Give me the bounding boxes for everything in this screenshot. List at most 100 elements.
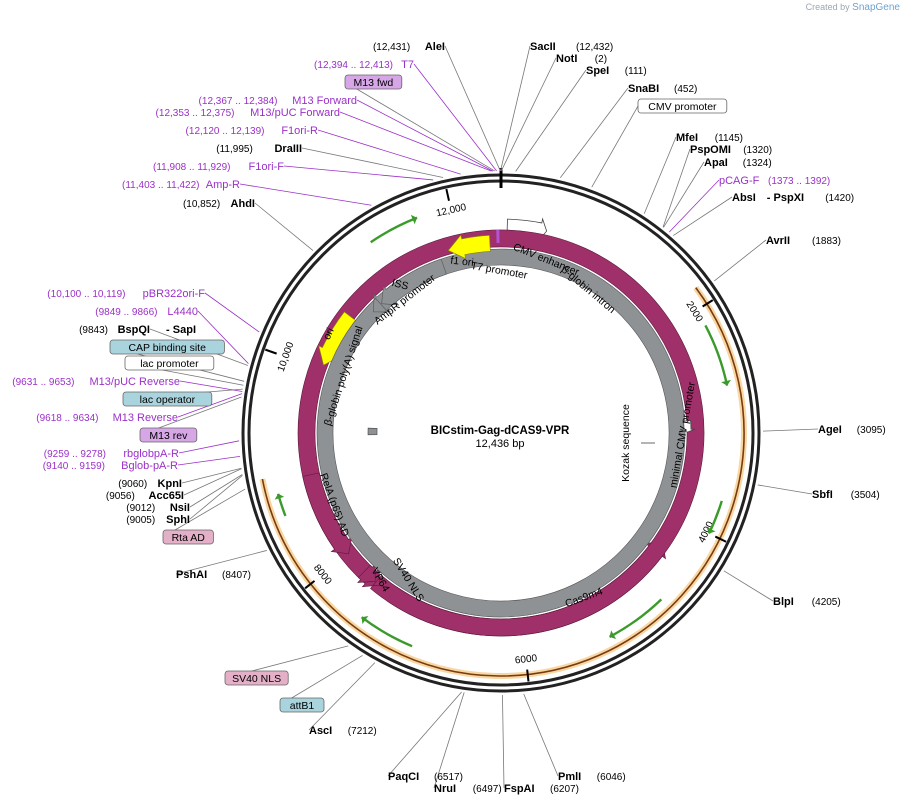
lac-promoter-label: lac promoter — [140, 358, 199, 370]
pshai-position: (8407) — [222, 570, 251, 581]
sbfi-position: (3504) — [851, 490, 880, 501]
sphi-leader — [189, 475, 243, 520]
avrii-position: (1883) — [812, 236, 841, 247]
plasmid-length: 12,436 bp — [476, 438, 525, 450]
draiii-leader — [301, 147, 444, 178]
sbfi-leader — [757, 484, 813, 495]
l4440-position: (9849 .. 9866) — [95, 307, 157, 318]
direction-arrowhead — [721, 379, 731, 386]
f1ori-f-position: (11,908 .. 11,929) — [153, 162, 230, 173]
spei-leader — [515, 69, 587, 172]
amp-r-leader — [239, 183, 372, 206]
m13-rev-box — [139, 427, 198, 443]
sacii-leader — [500, 45, 531, 172]
mfei-name: MfeI — [676, 132, 698, 144]
direction-arrow — [370, 216, 418, 244]
blpi-name: BlpI — [773, 596, 794, 608]
attb1-leader — [279, 655, 363, 706]
pbr322ori-f-position: (10,100 .. 10,119) — [47, 289, 125, 300]
absi-name2: - PspXI — [767, 192, 804, 204]
m13-puc-reverse-primer: (9631 .. 9653) M13/pUC Reverse — [12, 376, 180, 388]
rbglobpa-r-leader — [178, 440, 240, 454]
sacii-position: (12,432) — [576, 42, 613, 53]
acc65i-position: (9056) — [106, 491, 135, 502]
t7-promoter-feature — [496, 230, 500, 244]
ori-label: ori — [321, 326, 337, 342]
t7-name: T7 — [401, 59, 414, 71]
paqci-leader — [387, 691, 462, 777]
agei-position: (3095) — [857, 425, 886, 436]
cmv-promoter-leader — [591, 105, 639, 188]
l4440-leader — [197, 310, 249, 364]
blpi-position: (4205) — [812, 597, 841, 608]
noti-name: NotI — [556, 53, 577, 65]
pshai-name: PshAI — [176, 569, 207, 581]
sv40-nls-label: SV40 NLS — [232, 673, 281, 685]
pbr322ori-f-name: pBR322ori-F — [143, 288, 206, 300]
ahdi-leader — [254, 202, 314, 251]
bglob-pa-r-leader — [177, 456, 241, 466]
apai-site: ApaI(1324) — [704, 157, 772, 169]
nrui-name: NruI — [434, 783, 456, 795]
f1ori-f-primer: (11,908 .. 11,929)F1ori-F — [153, 161, 284, 173]
snapgene-logo: SnapGene — [852, 2, 900, 13]
lac-operator-label: lac operator — [140, 394, 196, 406]
sbfi-name: SbfI — [812, 489, 833, 501]
pcag-f-position: (1373 .. 1392) — [768, 176, 830, 187]
fspai-position: (6207) — [550, 784, 579, 795]
sacii-name: SacII — [530, 41, 556, 53]
nrui-leader — [433, 692, 465, 789]
rta-ad-label: Rta AD — [172, 532, 206, 544]
ampr-feature — [381, 258, 447, 306]
pbr322ori-f-leader — [204, 292, 260, 333]
bspqi-name: BspQI — [118, 324, 150, 336]
snabi-site: SnaBI(452) — [628, 83, 697, 95]
noti-site: NotI(2) — [556, 53, 607, 65]
m13-puc-reverse-name: M13/pUC Reverse — [90, 376, 180, 388]
pshai-site: PshAI (8407) — [176, 569, 251, 581]
rta-ad-leader — [162, 488, 246, 538]
avrii-name: AvrII — [766, 235, 790, 247]
spei-position: (111) — [625, 66, 647, 77]
sbfi-site: SbfI (3504) — [812, 489, 880, 501]
plasmid-name: BICstim-Gag-dCAS9-VPR — [431, 425, 570, 437]
rbglobpa-r-name: rbglobpA-R — [123, 448, 179, 460]
cmv-promoter-label: CMV promoter — [648, 101, 717, 113]
bglob-pa-r-position: (9140 .. 9159) — [43, 461, 105, 472]
apai-name: ApaI — [704, 157, 728, 169]
pspomi-site: PspOMI(1320) — [690, 144, 772, 156]
pspomi-position: (1320) — [743, 145, 772, 156]
m13-puc-reverse-position: (9631 .. 9653) — [12, 377, 74, 388]
pmli-name: PmlI — [558, 771, 581, 783]
amp-r-primer: (11,403 .. 11,422)Amp-R — [122, 179, 240, 191]
tick-label: 2000 — [683, 300, 704, 325]
sacii-site: SacII (12,432) — [530, 41, 613, 53]
acc65i-site: Acc65I(9056) — [106, 490, 184, 502]
alei-leader — [444, 45, 501, 172]
m13-puc-forward-position: (12,353 .. 12,375) — [156, 108, 235, 119]
major-tick — [445, 188, 450, 201]
snabi-leader — [559, 87, 629, 179]
l4440-name: L4440 — [167, 306, 198, 318]
direction-arrowhead — [706, 527, 716, 534]
tick-label: 6000 — [514, 653, 538, 666]
m13-puc-forward-leader — [339, 111, 492, 172]
avrii-site: AvrII (1883) — [766, 235, 841, 247]
f1ori-r-leader — [317, 129, 461, 175]
sphi-name: SphI — [166, 514, 190, 526]
draiii-name: DraIII — [274, 143, 302, 155]
mfei-leader — [643, 136, 677, 214]
lac-promoter-box — [124, 355, 215, 371]
direction-arrow — [707, 500, 723, 535]
nsii-leader — [189, 474, 243, 508]
orange-ring-core — [261, 287, 745, 677]
fspai-name: FspAI — [504, 783, 535, 795]
sphi-site: SphI(9005) — [126, 514, 190, 526]
alei-site: AleI(12,431) — [373, 41, 445, 53]
pcag-f-name: pCAG-F — [719, 175, 760, 187]
pspomi-leader — [662, 148, 691, 228]
avrii-leader — [714, 239, 767, 282]
tick-label: 8000 — [311, 563, 334, 588]
